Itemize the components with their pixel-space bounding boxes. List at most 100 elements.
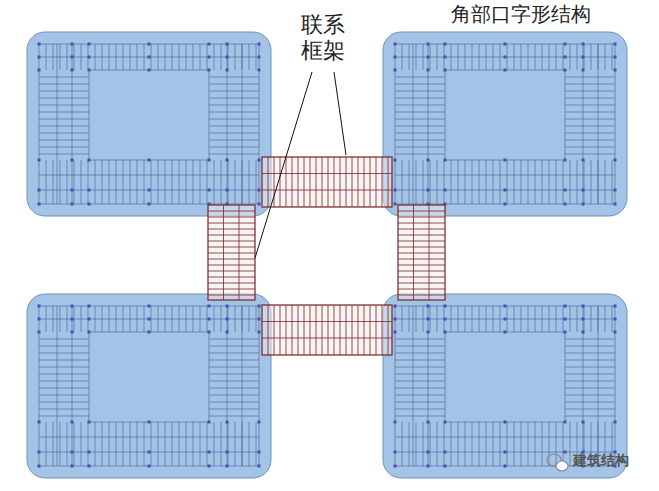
column-mark — [258, 451, 261, 454]
frame-line — [328, 157, 329, 207]
beam-line — [514, 422, 515, 466]
frame-line — [413, 205, 414, 300]
beam-line — [565, 126, 615, 127]
beam-line — [615, 306, 616, 466]
column-mark — [394, 451, 397, 454]
beam-line — [549, 422, 550, 466]
frame-line — [398, 283, 445, 284]
column-mark — [208, 305, 211, 308]
beam-line — [549, 160, 550, 204]
column-mark — [38, 43, 41, 46]
column-mark — [394, 159, 397, 162]
beam-line — [102, 160, 103, 204]
beam-line — [521, 160, 522, 204]
beam-line — [565, 84, 615, 85]
column-mark — [71, 421, 74, 424]
frame-line — [310, 157, 311, 207]
beam-line — [577, 160, 578, 204]
beam-line — [39, 44, 259, 45]
frame-line — [398, 259, 445, 260]
beam-line — [228, 160, 229, 204]
beam-line — [227, 44, 228, 204]
column-mark — [226, 465, 229, 468]
column-mark — [208, 69, 211, 72]
beam-line — [458, 422, 459, 466]
beam-line — [214, 160, 215, 204]
beam-line — [39, 416, 89, 417]
column-mark — [148, 159, 151, 162]
column-mark — [614, 331, 617, 334]
beam-line — [39, 147, 89, 148]
beam-line — [395, 204, 615, 205]
beam-line — [39, 346, 89, 347]
column-mark — [444, 56, 447, 59]
column-mark — [208, 318, 211, 321]
column-mark — [208, 465, 211, 468]
beam-line — [53, 160, 54, 204]
frame-line — [208, 247, 255, 248]
beam-line — [395, 374, 445, 375]
frame-line — [262, 321, 392, 322]
beam-line — [209, 98, 259, 99]
beam-line — [591, 160, 592, 204]
beam-line — [209, 381, 259, 382]
beam-line — [151, 160, 152, 204]
column-mark — [444, 43, 447, 46]
beam-line — [39, 190, 259, 191]
column-mark — [38, 305, 41, 308]
beam-line — [165, 160, 166, 204]
beam-line — [402, 422, 403, 466]
beam-line — [74, 422, 75, 466]
column-mark — [148, 465, 151, 468]
beam-line — [565, 388, 615, 389]
beam-line — [39, 204, 259, 205]
frame-line — [292, 305, 293, 355]
beam-line — [565, 353, 615, 354]
column-mark — [38, 451, 41, 454]
beam-line — [465, 422, 466, 466]
column-mark — [504, 69, 507, 72]
column-mark — [504, 451, 507, 454]
frame-line — [316, 157, 317, 207]
frame-line — [208, 265, 255, 266]
column-mark — [71, 318, 74, 321]
beam-line — [458, 160, 459, 204]
beam-line — [570, 422, 571, 466]
beam-line — [95, 422, 96, 466]
column-mark — [71, 43, 74, 46]
frame-line — [268, 305, 269, 355]
column-mark — [394, 203, 397, 206]
beam-line — [81, 422, 82, 466]
frame-line — [322, 157, 323, 207]
beam-line — [209, 126, 259, 127]
frame-line — [370, 305, 371, 355]
column-mark — [88, 189, 91, 192]
beam-line — [39, 84, 89, 85]
frame-line — [382, 305, 383, 355]
column-mark — [71, 203, 74, 206]
frame-line — [208, 289, 255, 290]
beam-line — [39, 395, 89, 396]
beam-line — [158, 160, 159, 204]
column-mark — [71, 451, 74, 454]
beam-line — [259, 306, 260, 466]
beam-line — [39, 154, 89, 155]
frame-line — [376, 157, 377, 207]
column-mark — [226, 69, 229, 72]
beam-line — [235, 160, 236, 204]
column-mark — [504, 465, 507, 468]
component-label: 角部口字形结构 — [451, 2, 591, 26]
frame-line — [208, 235, 255, 236]
beam-line — [214, 422, 215, 466]
beam-line — [209, 360, 259, 361]
beam-line — [242, 306, 243, 466]
beam-line — [556, 422, 557, 466]
column-mark — [444, 451, 447, 454]
frame-line — [208, 241, 255, 242]
beam-line — [535, 422, 536, 466]
beam-line — [395, 77, 445, 78]
column-mark — [71, 331, 74, 334]
beam-line — [500, 422, 501, 466]
frame-outline — [262, 157, 392, 207]
beam-line — [144, 422, 145, 466]
